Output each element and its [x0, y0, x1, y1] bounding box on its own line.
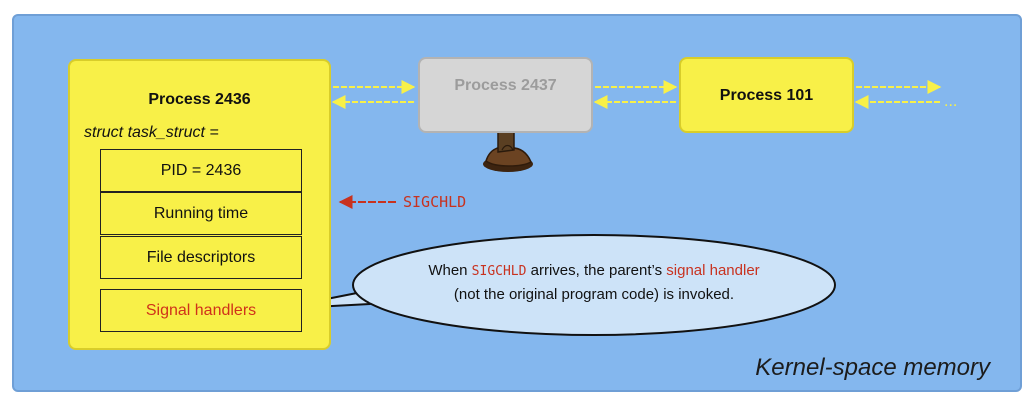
process-2436-box: Process 2436 struct task_struct = PID = … — [68, 59, 331, 350]
bubble-mid: arrives, the parent’s — [526, 262, 667, 279]
bubble-line-1: When SIGCHLD arrives, the parent’s signa… — [356, 259, 832, 283]
bubble-handler: signal handler — [666, 262, 760, 279]
bubble-pre: When — [428, 262, 472, 279]
field-signal-handlers: Signal handlers — [100, 289, 302, 332]
bubble-text: When SIGCHLD arrives, the parent’s signa… — [356, 259, 832, 306]
sigchld-arrow-label: SIGCHLD — [403, 193, 467, 211]
field-file-descriptors: File descriptors — [100, 236, 302, 279]
process-101-title: Process 101 — [719, 87, 814, 104]
kernel-space-label: Kernel-space memory — [755, 354, 990, 381]
process-2437-box: Process 2437 — [418, 57, 593, 133]
process-101-box: Process 101 — [679, 57, 854, 133]
task-struct-label: struct task_struct = — [84, 124, 219, 141]
bubble-line-2: (not the original program code) is invok… — [453, 286, 735, 303]
field-running-time: Running time — [100, 192, 302, 235]
bubble-signal: SIGCHLD — [471, 264, 527, 279]
field-pid: PID = 2436 — [100, 149, 302, 192]
process-2437-title: Process 2437 — [454, 77, 557, 94]
process-2436-title: Process 2436 — [148, 91, 251, 108]
